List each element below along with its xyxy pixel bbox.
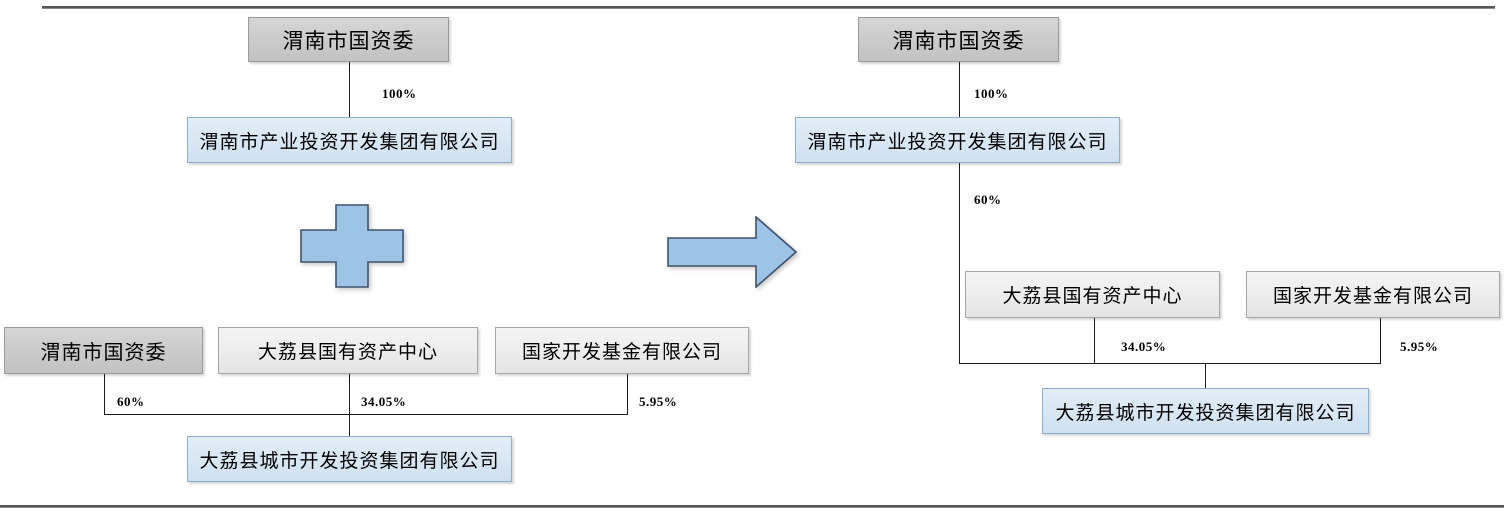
right-60pct-label: 60% xyxy=(974,192,1002,207)
right-top-child-label: 渭南市产业投资开发集团有限公司 xyxy=(807,131,1108,153)
left-top-parent-box[interactable]: 渭南市国资委 xyxy=(248,17,449,62)
top-divider-rule xyxy=(42,6,1495,9)
plus-symbol-icon xyxy=(300,204,404,288)
left-top-child-box[interactable]: 渭南市产业投资开发集团有限公司 xyxy=(187,117,512,163)
left-pct-1: 60% xyxy=(117,394,145,409)
left-drop-vline-1 xyxy=(104,374,105,415)
left-shareholder-box-3[interactable]: 国家开发基金有限公司 xyxy=(495,327,749,374)
left-bottom-child-box[interactable]: 大荔县城市开发投资集团有限公司 xyxy=(187,436,512,482)
right-pct-1: 34.05% xyxy=(1121,339,1167,354)
left-top-connector-vline xyxy=(349,62,350,117)
right-pct-2: 5.95% xyxy=(1400,339,1439,354)
left-shareholder-box-2[interactable]: 大荔县国有资产中心 xyxy=(218,327,478,374)
right-bottom-child-box[interactable]: 大荔县城市开发投资集团有限公司 xyxy=(1042,388,1369,434)
right-top-parent-box[interactable]: 渭南市国资委 xyxy=(858,17,1059,62)
left-top-edge-pct: 100% xyxy=(382,86,417,101)
right-top-parent-label: 渭南市国资委 xyxy=(892,28,1025,53)
left-shareholder-label-2: 大荔县国有资产中心 xyxy=(257,342,438,363)
left-top-child-label: 渭南市产业投资开发集团有限公司 xyxy=(199,131,500,153)
left-top-parent-label: 渭南市国资委 xyxy=(282,28,415,53)
right-bus-hline xyxy=(959,363,1381,364)
left-pct-2: 34.05% xyxy=(361,394,407,409)
left-pct-3: 5.95% xyxy=(639,394,678,409)
right-shareholder-label-2: 国家开发基金有限公司 xyxy=(1272,286,1473,307)
right-shareholder-box-2[interactable]: 国家开发基金有限公司 xyxy=(1246,271,1500,318)
left-child-connector-vline xyxy=(349,414,350,437)
right-shareholder-box-1[interactable]: 大荔县国有资产中心 xyxy=(965,271,1220,318)
bottom-divider-rule xyxy=(0,505,1504,508)
left-shareholder-label-1: 渭南市国资委 xyxy=(40,342,167,364)
right-drop-vline-1 xyxy=(1094,318,1095,364)
right-top-connector-vline xyxy=(959,62,960,117)
right-child-connector-vline xyxy=(1205,363,1206,388)
left-shareholder-label-3: 国家开发基金有限公司 xyxy=(521,342,722,363)
right-top-edge-pct: 100% xyxy=(974,86,1009,101)
right-top-child-box[interactable]: 渭南市产业投资开发集团有限公司 xyxy=(795,117,1120,163)
left-bottom-child-label: 大荔县城市开发投资集团有限公司 xyxy=(199,450,500,472)
left-bus-hline xyxy=(104,414,628,415)
right-shareholder-label-1: 大荔县国有资产中心 xyxy=(1002,286,1183,307)
right-drop-vline-2 xyxy=(1380,318,1381,364)
left-drop-vline-3 xyxy=(627,374,628,415)
right-bottom-child-label: 大荔县城市开发投资集团有限公司 xyxy=(1055,402,1356,424)
right-60pct-vline xyxy=(959,163,960,364)
left-shareholder-box-1[interactable]: 渭南市国资委 xyxy=(4,327,203,374)
left-drop-vline-2 xyxy=(349,374,350,415)
right-arrow-icon xyxy=(667,216,797,288)
